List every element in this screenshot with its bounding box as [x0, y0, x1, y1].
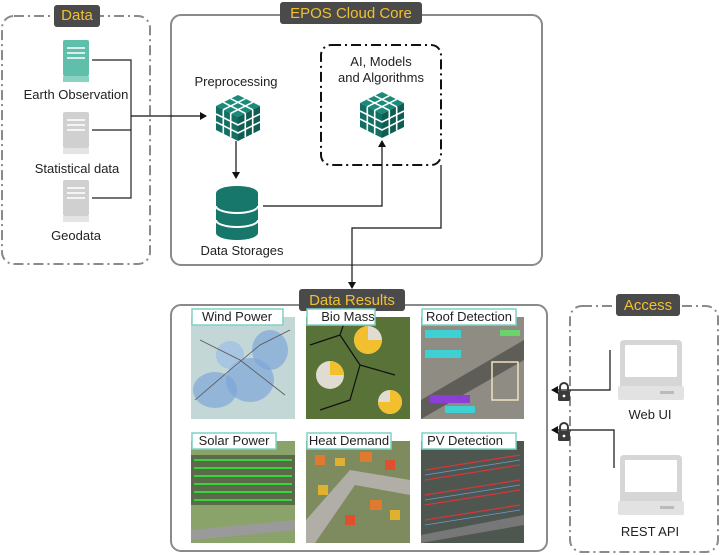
results-group-title-bg [299, 289, 405, 311]
result-wind-power: Wind Power [202, 309, 273, 324]
thumb-label-box [191, 432, 277, 450]
data-sources-connector [92, 59, 132, 199]
pv-detection-map [421, 441, 524, 543]
roof-detection-map [421, 317, 524, 419]
ai-label-line2: and Algorithms [338, 70, 424, 85]
ai-box [320, 44, 442, 166]
solar-power-map [191, 441, 295, 543]
data-group: Data Earth Observation Statistical data [1, 5, 151, 265]
result-pv-detection: PV Detection [427, 433, 503, 448]
core-group-title-bg [280, 2, 422, 24]
results-group-title: Data Results [309, 292, 395, 309]
preprocessing-label: Preprocessing [194, 74, 277, 89]
access-group: Access Web UI REST API [551, 294, 719, 553]
access-group-title: Access [624, 297, 672, 314]
bio-mass-map [306, 317, 410, 419]
heat-demand-map [306, 441, 410, 543]
lock-icon [557, 382, 571, 402]
server-icon [63, 40, 89, 82]
ai-cube-icon [359, 91, 405, 139]
thumb-label-box [306, 432, 392, 450]
results-group: Data Results Wind Power Bio Mas [170, 289, 548, 552]
data-group-title-bg [54, 5, 100, 27]
access-web-ui: Web UI [628, 407, 671, 422]
thumb-label-box [421, 308, 517, 326]
preprocessing-cube-icon [215, 94, 261, 142]
database-icon [215, 186, 259, 240]
data-source-geodata: Geodata [51, 228, 102, 243]
data-source-earth-observation: Earth Observation [24, 87, 129, 102]
data-source-statistical-data: Statistical data [35, 161, 120, 176]
server-icon [63, 180, 89, 222]
core-to-results-arrow [348, 165, 442, 289]
result-roof-detection: Roof Detection [426, 309, 512, 324]
access-connectors [551, 350, 615, 468]
data-storage-label: Data Storages [200, 243, 284, 258]
computer-icon [618, 455, 684, 515]
thumb-label-box [191, 308, 284, 326]
lock-icon [557, 422, 571, 442]
core-flow-arrows [232, 140, 386, 207]
thumb-label-box [306, 308, 376, 326]
result-heat-demand: Heat Demand [309, 433, 389, 448]
thumb-label-box [421, 432, 517, 450]
core-group: EPOS Cloud Core Preprocessing AI, Models… [170, 2, 543, 266]
result-bio-mass: Bio Mass [321, 309, 375, 324]
server-icon [63, 112, 89, 154]
wind-power-map [191, 317, 295, 419]
core-group-title: EPOS Cloud Core [290, 5, 412, 22]
data-group-title: Data [61, 7, 93, 24]
access-rest-api: REST API [621, 524, 679, 539]
computer-icon [618, 340, 684, 400]
access-group-title-bg [616, 294, 680, 316]
result-solar-power: Solar Power [199, 433, 270, 448]
ai-label-line1: AI, Models [350, 54, 412, 69]
